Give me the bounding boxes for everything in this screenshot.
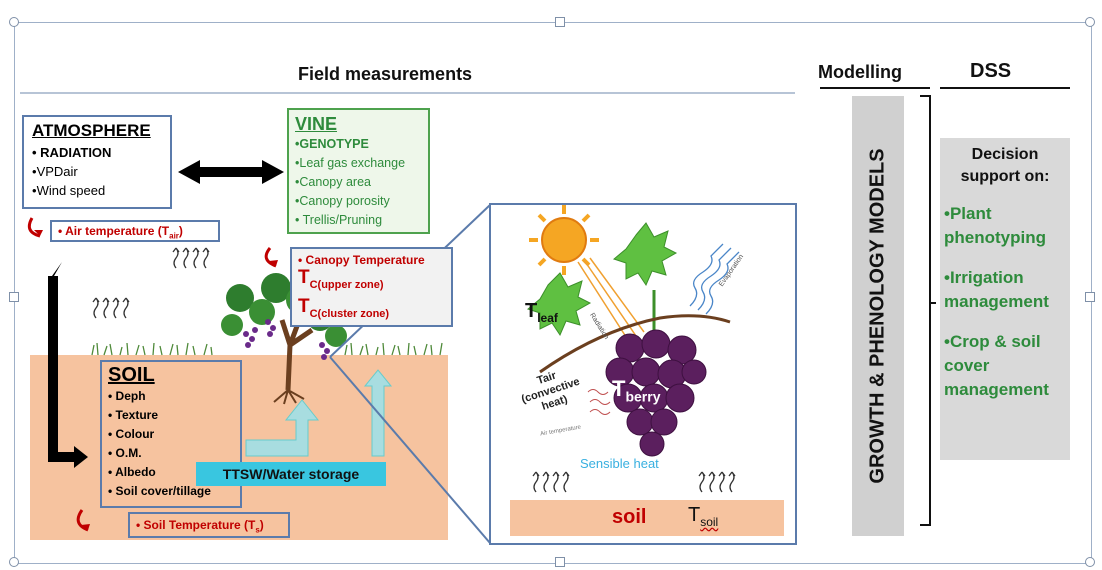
header-dss: DSS (970, 60, 1012, 82)
inset-soil-label: soil (612, 506, 647, 528)
resize-handle-left[interactable] (9, 292, 19, 302)
dss-item-irrigation: •Irrigation management (944, 268, 1049, 311)
growth-phenology-models-label: GROWTH & PHENOLOGY MODELS (866, 148, 889, 484)
dss-item-crop-soil: •Crop & soil cover management (944, 332, 1049, 399)
vine-item: •GENOTYPE (295, 137, 369, 151)
canopy-temperature-label: • Canopy Temperature (298, 253, 425, 267)
atmosphere-item: • RADIATION (32, 145, 112, 160)
resize-handle-bottom[interactable] (555, 557, 565, 567)
header-modelling: Modelling (818, 62, 902, 82)
soil-box: SOIL • Deph • Texture • Colour • O.M. • … (100, 360, 242, 508)
vine-item: •Canopy porosity (295, 194, 390, 208)
soil-item: • Deph (108, 389, 146, 403)
soil-item: • O.M. (108, 446, 142, 460)
canopy-temperature-box: • Canopy Temperature TC(upper zone) TC(c… (290, 247, 453, 327)
soil-item: • Colour (108, 427, 155, 441)
dss-panel: Decision support on: •Plant phenotyping … (940, 138, 1070, 460)
tsoil-label: Tsoil (688, 504, 719, 529)
tleaf-label: Tleaf (525, 300, 558, 325)
water-storage-label: TTSW/Water storage (196, 462, 386, 486)
air-temperature-box: • Air temperature (Tair) (50, 220, 220, 242)
soil-title: SOIL (108, 364, 155, 386)
resize-handle-bottom-left[interactable] (9, 557, 19, 567)
tberry-label: Tberry (612, 376, 661, 405)
soil-item: • Albedo (108, 465, 156, 479)
vine-item: •Leaf gas exchange (295, 156, 406, 170)
dss-item-plant: •Plant phenotyping (944, 204, 1046, 247)
soil-item: • Texture (108, 408, 159, 422)
vine-title: VINE (295, 114, 338, 134)
atmosphere-item: •Wind speed (32, 183, 106, 198)
resize-handle-top[interactable] (555, 17, 565, 27)
vine-item: •Canopy area (295, 175, 371, 189)
soil-temperature-box: • Soil Temperature (Ts) (128, 512, 290, 538)
dss-heading: Decision support on: (960, 146, 1050, 185)
soil-item: • Soil cover/tillage (108, 484, 211, 498)
resize-handle-top-left[interactable] (9, 17, 19, 27)
vine-box: VINE •GENOTYPE •Leaf gas exchange •Canop… (287, 108, 430, 234)
resize-handle-right[interactable] (1085, 292, 1095, 302)
atmosphere-item: •VPDair (32, 164, 78, 179)
vine-item: • Trellis/Pruning (295, 213, 383, 227)
canopy-cluster-zone: TC(cluster zone) (298, 295, 390, 320)
resize-handle-bottom-right[interactable] (1085, 557, 1095, 567)
atmosphere-box: ATMOSPHERE • RADIATION •VPDair •Wind spe… (22, 115, 172, 209)
atmosphere-title: ATMOSPHERE (32, 121, 151, 140)
canopy-upper-zone: TC(upper zone) (298, 267, 384, 291)
header-field-measurements: Field measurements (298, 64, 473, 84)
resize-handle-top-right[interactable] (1085, 17, 1095, 27)
sensible-heat-label: Sensible heat (580, 456, 659, 471)
